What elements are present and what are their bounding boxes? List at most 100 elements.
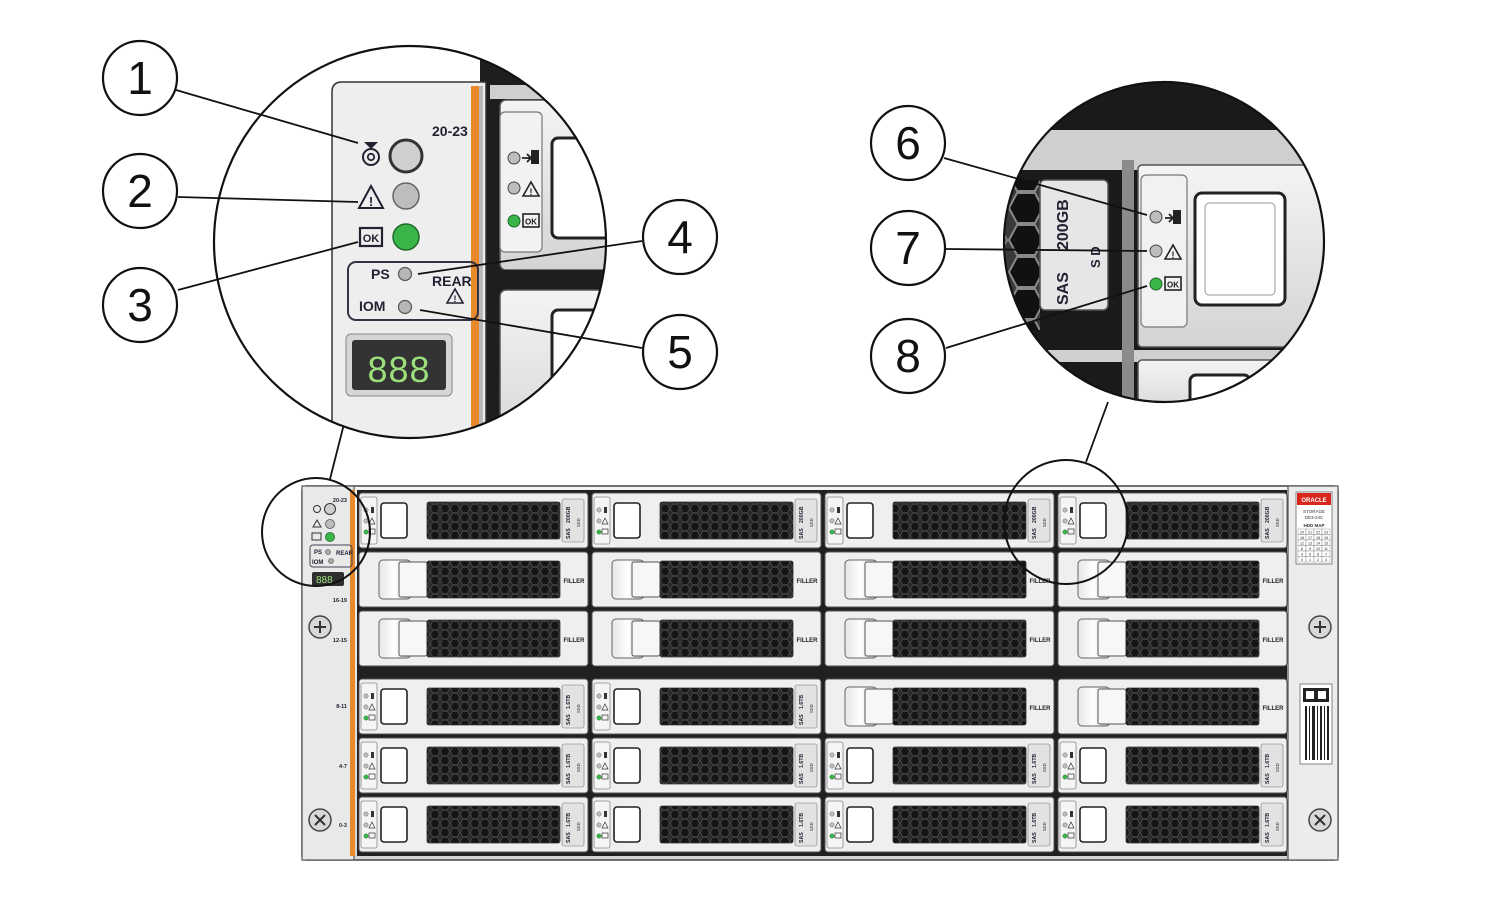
callout-number: 6 [895, 117, 921, 169]
svg-text:!: ! [1172, 250, 1175, 260]
hdd-map-cell: 16 [1300, 536, 1304, 540]
panel-slot-range: 20-23 [432, 123, 468, 139]
hdd-map-cell: 9 [1309, 547, 1311, 551]
callout-circle [101, 152, 179, 230]
svg-text:888: 888 [316, 575, 333, 586]
drive-capacity-label: 200GB [799, 506, 805, 523]
hdd-map-cell: 23 [1324, 530, 1328, 534]
drive-interface-label: SAS [566, 832, 572, 843]
drive-capacity-label: 1.6TB [799, 695, 805, 709]
drive-capacity-label: 1.6TB [1032, 813, 1038, 827]
drive-capacity-label: 1.6TB [1032, 754, 1038, 768]
mini-panel-leds: PS REAR IOM 888 [309, 503, 354, 586]
svg-text:REAR: REAR [336, 551, 354, 557]
callout-leaders [175, 89, 1148, 349]
rear-label: REAR [432, 273, 472, 289]
hdd-map-cell: 17 [1308, 536, 1312, 540]
filler-bay[interactable]: FILLER [1057, 551, 1288, 608]
drive-type-label: SSD [576, 518, 581, 527]
fault-led-row: ! [357, 182, 420, 210]
callout-circle [869, 209, 947, 287]
filler-bay[interactable]: FILLER [591, 551, 822, 608]
hdd-map-cell: 22 [1316, 530, 1320, 534]
filler-label: FILLER [1263, 579, 1285, 585]
filler-bay[interactable]: FILLER [824, 678, 1055, 735]
drive-ok-badge: OK [1167, 281, 1179, 290]
filler-bay[interactable]: FILLER [358, 610, 589, 667]
hdd-map-cell: 3 [1325, 558, 1327, 562]
warning-icon: ! [357, 183, 385, 209]
zoom-interface: SAS [1055, 272, 1072, 305]
drive-type-label: SSD [576, 822, 581, 831]
drive-capacity-label: 1.6TB [566, 695, 572, 709]
drive-activity-led [1149, 210, 1163, 224]
callout-circle [641, 313, 719, 391]
drive-bay[interactable]: SAS 1.6TB SSD [358, 678, 589, 735]
callout-6: 6 [869, 104, 947, 182]
hdd-map-cell: 4 [1301, 552, 1303, 556]
locate-button-led[interactable] [388, 138, 424, 174]
zoom-connector-right [1085, 401, 1109, 463]
drive-type-label: SSD [1275, 763, 1280, 772]
svg-text:!: ! [530, 187, 533, 197]
row-label: 8-11 [336, 704, 347, 710]
callout-number: 1 [127, 52, 153, 104]
drive-type-label: SSD [576, 704, 581, 713]
ok-led-row: OK [358, 223, 420, 251]
filler-bay[interactable]: FILLER [591, 610, 822, 667]
drive-ok-row: OK [1149, 276, 1182, 291]
filler-bay[interactable]: FILLER [824, 610, 1055, 667]
hdd-map-cell: 6 [1317, 552, 1319, 556]
filler-bay[interactable]: FILLER [1057, 678, 1288, 735]
chassis-zoom-ring-right [1003, 459, 1129, 585]
callout-circle [869, 317, 947, 395]
filler-bay[interactable]: FILLER [1057, 610, 1288, 667]
callout-number: 4 [667, 211, 693, 263]
drive-type-label: SSD [809, 822, 814, 831]
thumb-screws [308, 615, 1332, 832]
hdd-map-cell: 7 [1325, 552, 1327, 556]
drive-capacity-label: 1.6TB [799, 754, 805, 768]
hdd-map-cell: 5 [1309, 552, 1311, 556]
drive-activity-row [1149, 210, 1181, 224]
drive-type-label: SSD [809, 518, 814, 527]
left-ear [301, 485, 355, 861]
drive-interface-label: SAS [566, 773, 572, 784]
serial-label [1299, 683, 1333, 765]
drive-interface-label: SAS [1032, 773, 1038, 784]
row-label: 16-19 [333, 598, 347, 604]
callout-number: 3 [127, 279, 153, 331]
drive-interface-label: SAS [1032, 528, 1038, 539]
front-panel-zoom: ! OK 20-23 [212, 44, 608, 440]
filler-bay[interactable]: FILLER [358, 551, 589, 608]
model-line-2: DE3-24C [1305, 515, 1324, 520]
chassis-zoom-ring-left [261, 477, 371, 587]
brand-label: ORACLE [1301, 498, 1326, 504]
drive-capacity-label: 200GB [1265, 506, 1271, 523]
model-line-1: STORAGE [1303, 509, 1325, 514]
power-ok-led [392, 223, 420, 251]
drive-capacity-label: 1.6TB [1265, 813, 1271, 827]
drive-interface-label: SAS [566, 714, 572, 725]
hdd-map-cell: 19 [1324, 536, 1328, 540]
row-label: 20-23 [333, 498, 347, 504]
filler-bay[interactable]: FILLER [824, 551, 1055, 608]
callout-2: 2 [101, 152, 179, 230]
callout-7: 7 [869, 209, 947, 287]
zoom-connector-left [329, 419, 346, 480]
